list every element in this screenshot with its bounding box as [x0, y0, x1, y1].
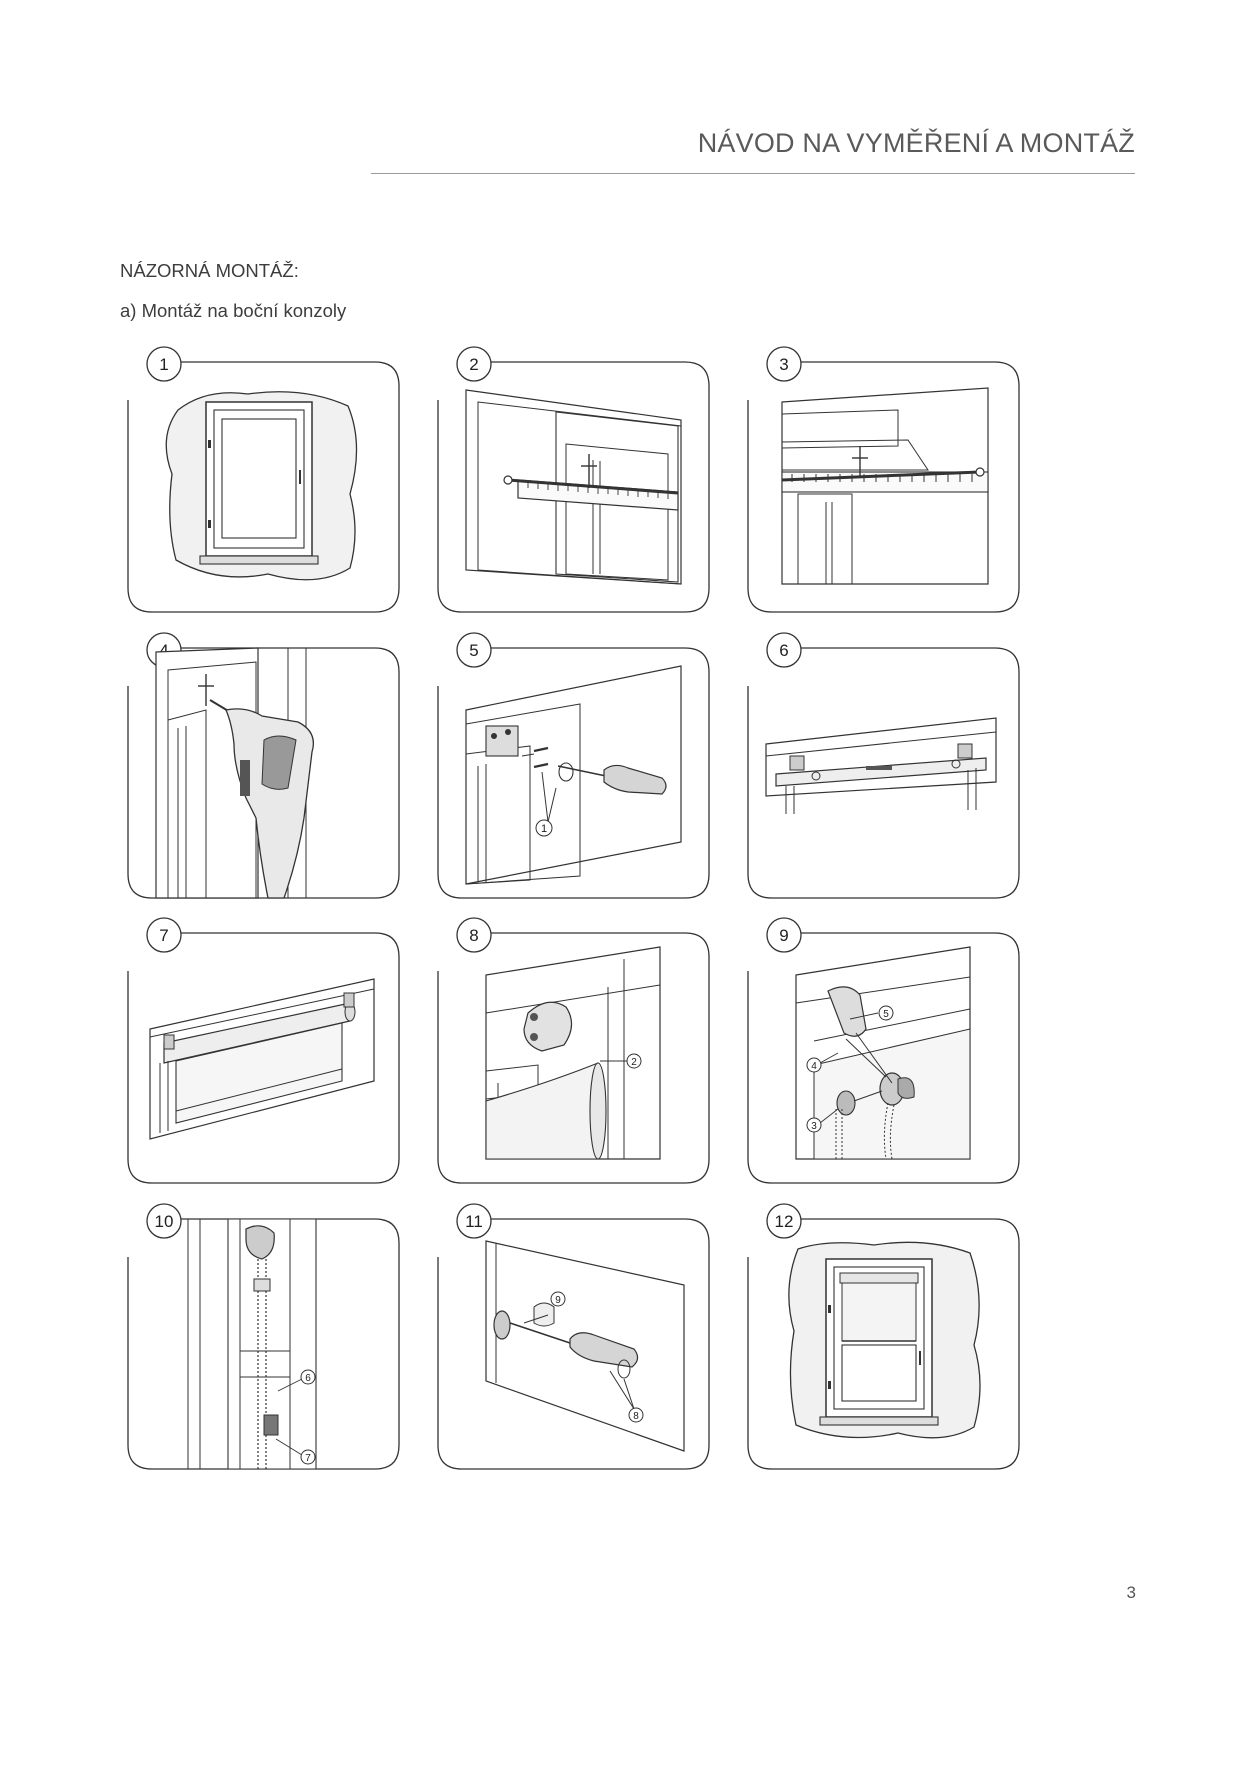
- step-illustration-1: 1: [127, 346, 400, 613]
- step-panel-9: 9 5 4 3: [747, 917, 1020, 1184]
- step-illustration-7: 7: [127, 917, 400, 1184]
- step-illustration-12: 12: [747, 1203, 1020, 1470]
- callout-9: 9: [555, 1295, 561, 1306]
- step-illustration-11: 11 9 8: [437, 1203, 710, 1470]
- callout-3: 3: [811, 1121, 817, 1132]
- step-panel-5: 5 1: [437, 632, 710, 899]
- step-number: 6: [779, 641, 788, 660]
- page-title: NÁVOD NA VYMĚŘENÍ A MONTÁŽ: [697, 128, 1135, 158]
- step-illustration-3: 3: [747, 346, 1020, 613]
- step-number: 4: [159, 641, 168, 660]
- step-illustration-6: 6: [747, 632, 1020, 899]
- step-number: 11: [465, 1212, 483, 1231]
- callout-2: 2: [631, 1057, 637, 1068]
- page-number: 3: [1126, 1583, 1136, 1602]
- step-panel-12: 12: [747, 1203, 1020, 1470]
- step-panel-4: 4: [127, 632, 400, 899]
- section-heading: NÁZORNÁ MONTÁŽ:: [120, 260, 299, 281]
- callout-4: 4: [811, 1061, 817, 1072]
- callout-6: 6: [305, 1373, 311, 1384]
- callout-1: 1: [541, 823, 547, 835]
- step-number: 7: [159, 926, 168, 945]
- step-panel-7: 7: [127, 917, 400, 1184]
- step-number: 12: [775, 1212, 794, 1231]
- step-number: 3: [779, 355, 788, 374]
- step-number: 10: [155, 1212, 174, 1231]
- step-number: 5: [469, 641, 478, 660]
- callout-5: 5: [883, 1009, 889, 1020]
- step-number: 9: [779, 926, 788, 945]
- step-panel-10: 10 6 7: [127, 1203, 400, 1470]
- step-panel-6: 6: [747, 632, 1020, 899]
- step-number: 8: [469, 926, 478, 945]
- step-illustration-5: 5 1: [437, 632, 710, 899]
- step-panel-2: 2: [437, 346, 710, 613]
- step-illustration-8: 8 2: [437, 917, 710, 1184]
- step-illustration-4: 4: [127, 632, 400, 899]
- title-divider: [371, 173, 1135, 174]
- step-illustration-2: 2: [437, 346, 710, 613]
- step-number: 2: [469, 355, 478, 374]
- step-illustration-9: 9 5 4 3: [747, 917, 1020, 1184]
- step-panel-3: 3: [747, 346, 1020, 613]
- step-illustration-10: 10 6 7: [127, 1203, 400, 1470]
- step-number: 1: [159, 355, 168, 374]
- callout-8: 8: [633, 1411, 639, 1422]
- step-panel-8: 8 2: [437, 917, 710, 1184]
- callout-7: 7: [305, 1453, 311, 1464]
- step-panel-1: 1: [127, 346, 400, 613]
- subsection-heading: a) Montáž na boční konzoly: [120, 300, 347, 321]
- step-panel-11: 11 9 8: [437, 1203, 710, 1470]
